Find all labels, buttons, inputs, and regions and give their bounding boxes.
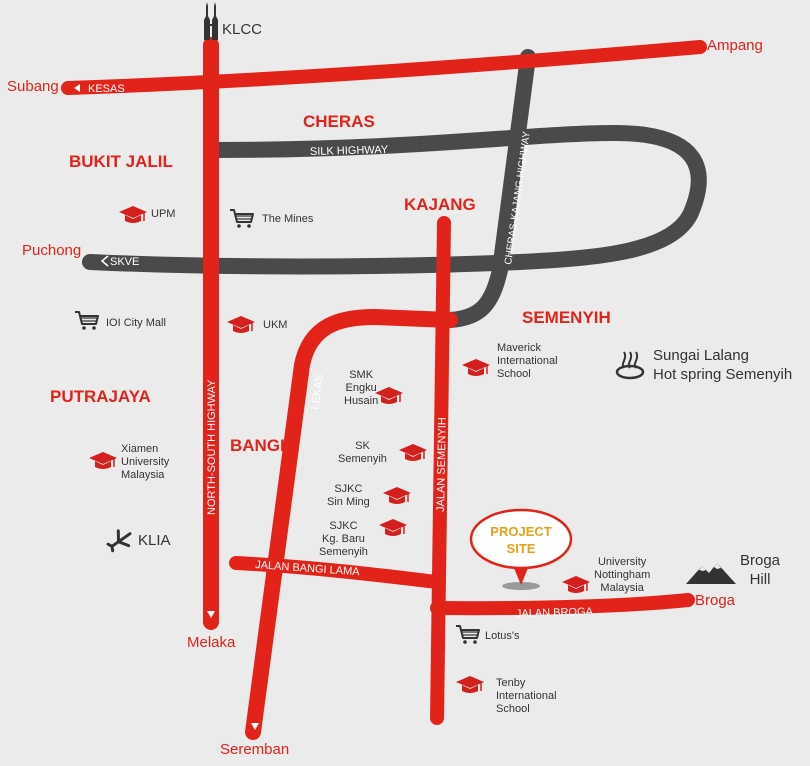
ukm-label: UKM — [263, 319, 288, 331]
cheras-kajang-highway-road — [442, 49, 536, 328]
jalan-semenyih-road — [430, 216, 451, 725]
sjkc-kg-baru-label: SJKC Kg. Baru Semenyih — [319, 520, 368, 559]
maverick-line1: Maverick — [497, 342, 542, 354]
sjkc-sin-ming-line1: SJKC — [334, 483, 363, 495]
maverick-line2: International — [497, 355, 558, 367]
smk-engku-husain-label: SMK Engku Husain — [344, 369, 378, 408]
tenby-graduation-cap-icon — [455, 675, 485, 694]
kesas-road — [61, 40, 707, 95]
maverick-graduation-cap-icon — [461, 358, 491, 377]
airplane-icon — [106, 529, 132, 553]
nottingham-line3: Malaysia — [600, 582, 644, 594]
seremban-label: Seremban — [220, 741, 290, 758]
sjkc-kg-baru-line1: SJKC — [329, 520, 358, 532]
sungai-lalang-label: Sungai Lalang Hot spring Semenyih — [653, 346, 792, 384]
nottingham-line1: University — [597, 556, 647, 568]
road-label-silk-highway: SILK HIGHWAY — [310, 144, 389, 158]
maverick-label: Maverick International School — [497, 342, 558, 381]
ioi-city-mall-label: IOI City Mall — [106, 317, 166, 329]
tenby-line1: Tenby — [496, 677, 526, 689]
smk-line3: Husain — [344, 395, 379, 407]
the-mines-shopping-cart-icon — [229, 209, 254, 229]
smk-line2: Engku — [345, 382, 377, 394]
ukm-graduation-cap-icon — [226, 315, 256, 334]
sk-line1: SK — [355, 440, 370, 452]
sjkc-kg-baru-line3: Semenyih — [319, 546, 368, 558]
smk-line1: SMK — [349, 369, 374, 381]
jalan-bangi-lama-road — [229, 556, 444, 589]
sjkc-sin-ming-graduation-cap-icon — [382, 486, 412, 505]
lotus-label: Lotus's — [485, 630, 520, 642]
the-mines-label: The Mines — [262, 213, 314, 225]
project-site-bubble — [469, 508, 573, 570]
xiamen-graduation-cap-icon — [88, 451, 118, 470]
xiamen-line2: University — [121, 456, 170, 468]
road-label-jalan-broga: JALAN BROGA — [516, 606, 594, 620]
nottingham-line2: Nottingham — [594, 569, 651, 581]
broga-hill-label: Broga Hill — [740, 551, 780, 589]
sjkc-kg-baru-line2: Kg. Baru — [322, 533, 365, 545]
district-bukit-jalil: BUKIT JALIL — [69, 152, 173, 171]
skve-arrow-icon — [100, 255, 109, 267]
road-label-skve: SKVE — [110, 256, 139, 268]
upm-label: UPM — [151, 208, 176, 220]
district-kajang: KAJANG — [404, 195, 476, 214]
road-label-north-south-highway: NORTH-SOUTH HIGHWAY — [206, 379, 218, 515]
maverick-line3: School — [497, 368, 531, 380]
nottingham-graduation-cap-icon — [561, 575, 591, 594]
puchong-label: Puchong — [22, 242, 82, 259]
jalan-broga-road — [430, 593, 695, 616]
sjkc-sin-ming-line2: Sin Ming — [327, 496, 370, 508]
sungai-lalang-line2: Hot spring Semenyih — [653, 366, 793, 383]
location-pin-icon — [514, 568, 528, 585]
road-label-kesas: KESAS — [88, 83, 125, 95]
district-cheras: CHERAS — [303, 112, 375, 131]
upm-graduation-cap-icon — [118, 205, 148, 224]
subang-label: Subang — [7, 78, 59, 95]
district-semenyih: SEMENYIH — [522, 308, 611, 327]
melaka-label: Melaka — [187, 634, 236, 651]
klia-label: KLIA — [138, 532, 171, 549]
tenby-label: Tenby International School — [496, 677, 557, 716]
sk-semenyih-graduation-cap-icon — [398, 443, 428, 462]
seremban-arrow-icon — [251, 723, 259, 730]
road-label-lekas: LEKAS — [309, 374, 326, 411]
mountain-icon — [686, 563, 736, 584]
melaka-arrow-icon — [207, 611, 215, 618]
twin-towers-icon — [204, 2, 218, 40]
sk-semenyih-label: SK Semenyih — [338, 440, 387, 466]
xiamen-label: Xiamen University Malaysia — [121, 443, 169, 482]
broga-hill-line2: Hill — [749, 571, 771, 588]
ampang-label: Ampang — [707, 37, 763, 54]
nottingham-label: University Nottingham Malaysia — [594, 556, 650, 595]
sk-line2: Semenyih — [338, 453, 387, 465]
tenby-line3: School — [496, 703, 530, 715]
project-site-label-line1: PROJECT — [490, 524, 551, 539]
pin-shadow — [502, 582, 540, 590]
sungai-lalang-line1: Sungai Lalang — [653, 347, 749, 364]
sjkc-sin-ming-label: SJKC Sin Ming — [327, 483, 370, 509]
silk-highway-road — [82, 125, 707, 275]
xiamen-line1: Xiamen — [121, 443, 159, 455]
tenby-line2: International — [496, 690, 557, 702]
lekas-road — [245, 309, 458, 740]
kesas-arrow-icon — [74, 84, 80, 92]
district-bangi: BANGI — [230, 436, 285, 455]
xiamen-line3: Malaysia — [121, 469, 165, 481]
ioi-city-mall-shopping-cart-icon — [74, 311, 99, 331]
sjkc-kg-baru-graduation-cap-icon — [378, 518, 408, 537]
road-label-jalan-semenyih: JALAN SEMENYIH — [435, 417, 449, 512]
smk-engku-husain-graduation-cap-icon — [374, 386, 404, 405]
lotus-shopping-cart-icon — [455, 625, 480, 645]
hot-spring-icon — [615, 351, 645, 380]
broga-hill-line1: Broga — [740, 552, 781, 569]
district-putrajaya: PUTRAJAYA — [50, 387, 151, 406]
project-site-label-line2: SITE — [507, 541, 536, 556]
broga-label: Broga — [695, 592, 736, 609]
klcc-label: KLCC — [222, 21, 263, 38]
